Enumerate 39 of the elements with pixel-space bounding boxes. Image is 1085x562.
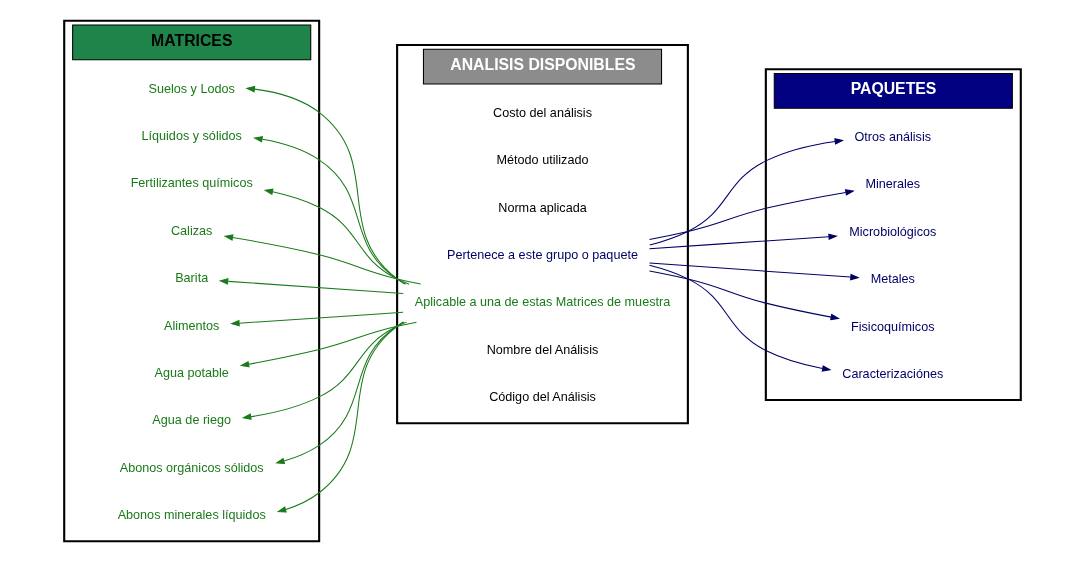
node-text: Minerales — [865, 177, 921, 192]
node-text: Calizas — [170, 223, 213, 238]
arrow — [275, 321, 405, 465]
node-text: Alimentos — [163, 318, 220, 333]
node-text: Costo del análisis — [493, 105, 592, 120]
node-text: Abonos minerales líquidos — [117, 508, 266, 523]
node-text: Fertilizantes químicos — [130, 176, 253, 191]
arrow — [239, 321, 417, 368]
node-text: Líquidos y sólidos — [141, 128, 242, 143]
arrow — [253, 136, 407, 285]
node-text: Suelos y Lodos — [148, 81, 235, 96]
arrow — [276, 321, 404, 513]
node-text: Norma aplicada — [498, 200, 587, 215]
node-text: Pertenece a este grupo o paquete — [447, 247, 638, 262]
node-text: Nombre del Análisis — [486, 342, 599, 357]
arrow — [263, 188, 410, 285]
arrow — [648, 189, 855, 240]
node-text: Agua de riego — [152, 413, 231, 428]
node-text: Abonos orgánicos sólidos — [119, 460, 264, 475]
node-text: Microbiológicos — [849, 224, 937, 239]
node-text: Otros análisis — [854, 129, 932, 144]
node-text: Agua potable — [154, 365, 229, 380]
arrow — [223, 234, 422, 285]
node-text: Código del Análisis — [489, 390, 596, 405]
arrow — [649, 138, 845, 246]
node-text: Caracterizaciónes — [842, 367, 944, 382]
node-text: Fisicoquímicos — [851, 319, 935, 334]
arrow — [230, 311, 404, 327]
node-text: Metales — [870, 272, 915, 287]
arrow — [245, 85, 406, 285]
node-text: Método utilizado — [496, 153, 589, 168]
arrow — [649, 270, 841, 321]
node-text: Aplicable a una de estas Matrices de muestra — [414, 295, 671, 310]
arrow — [241, 321, 408, 420]
arrow — [648, 264, 832, 372]
arrow — [218, 278, 404, 295]
arrow — [648, 262, 860, 281]
arrow — [648, 233, 838, 250]
node-text: Barita — [175, 271, 209, 286]
